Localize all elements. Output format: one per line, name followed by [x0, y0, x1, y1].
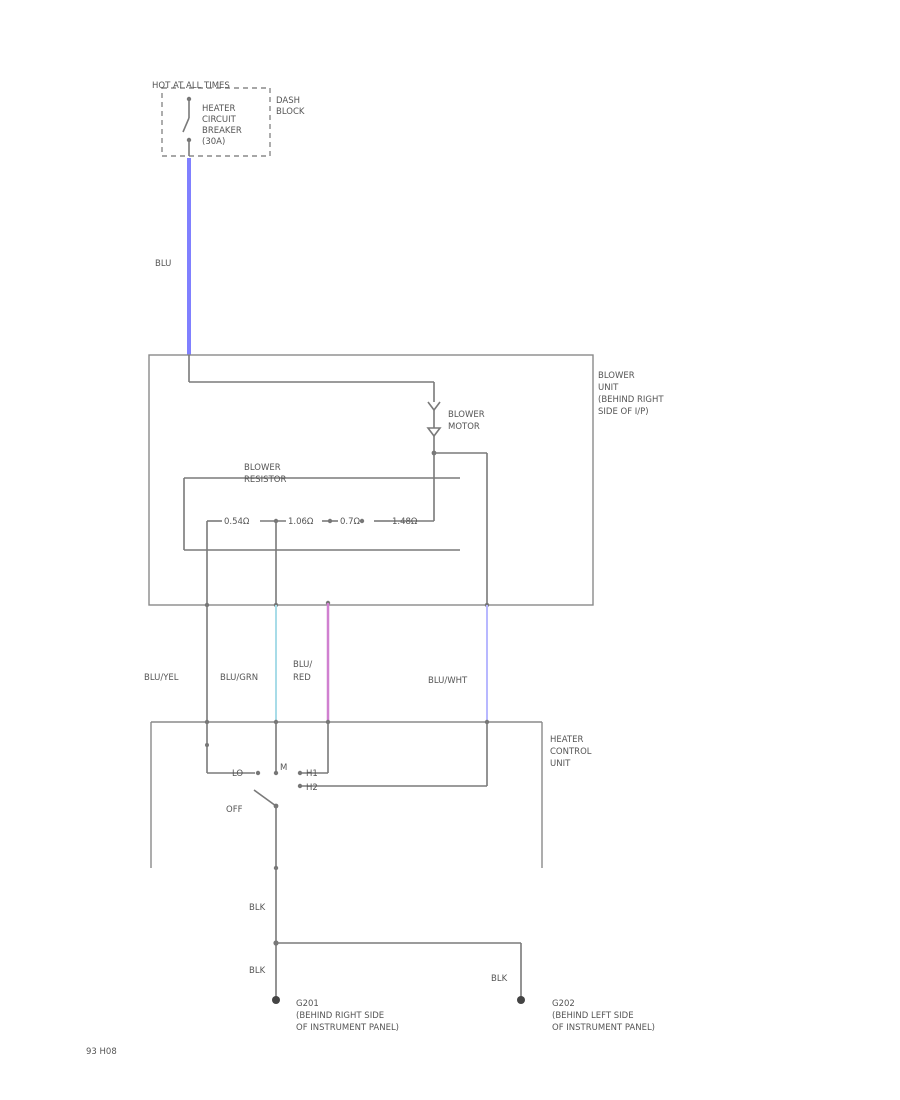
switch-position-h2: H2	[306, 783, 318, 793]
wire-label-blk-main: BLK	[249, 903, 266, 913]
svg-text:HEATER: HEATER	[550, 735, 583, 745]
heater-control-outline	[150, 721, 543, 868]
svg-text:CONTROL: CONTROL	[550, 747, 592, 757]
svg-text:CIRCUIT: CIRCUIT	[202, 115, 237, 125]
ground-g202-label: G202 (BEHIND LEFT SIDE OF INSTRUMENT PAN…	[552, 999, 655, 1033]
ground-g202-symbol	[517, 996, 525, 1004]
circuit-breaker-label: HEATER CIRCUIT BREAKER (30A)	[202, 104, 242, 147]
svg-text:BLOWER: BLOWER	[598, 371, 635, 381]
wire-label-blu-wht: BLU/WHT	[428, 676, 468, 686]
resistor-taps	[206, 521, 277, 605]
wire-label-blu: BLU	[155, 259, 171, 269]
fuse-block-outline	[161, 87, 271, 157]
wire-label-blu-grn: BLU/GRN	[220, 673, 258, 683]
resistor-chain	[207, 518, 390, 524]
wire-label-blk-right: BLK	[249, 966, 266, 976]
ground-g201-symbol	[272, 996, 280, 1004]
page-code: 93 H08	[86, 1047, 117, 1057]
svg-text:UNIT: UNIT	[598, 383, 619, 393]
ground-wiring	[273, 865, 522, 1000]
blower-motor-label: BLOWER MOTOR	[448, 410, 485, 432]
wire-label-blk-left: BLK	[491, 974, 508, 984]
svg-text:G201: G201	[296, 999, 319, 1009]
motor-feed-wire	[188, 355, 435, 402]
svg-text:RED: RED	[293, 673, 311, 683]
blower-motor-symbol	[426, 401, 442, 456]
blower-unit-label: BLOWER UNIT (BEHIND RIGHT SIDE OF I/P)	[598, 371, 664, 417]
motor-output-wire	[390, 452, 488, 605]
svg-text:SIDE OF I/P): SIDE OF I/P)	[598, 407, 649, 417]
svg-text:(BEHIND RIGHT SIDE: (BEHIND RIGHT SIDE	[296, 1011, 384, 1021]
heater-control-label: HEATER CONTROL UNIT	[550, 735, 592, 769]
hot-at-all-times-label: HOT AT ALL TIMES	[152, 81, 230, 91]
svg-text:BLOCK: BLOCK	[276, 107, 305, 117]
switch-position-lo: LO	[232, 769, 243, 779]
wire-label-blu-yel: BLU/YEL	[144, 673, 179, 683]
svg-text:G202: G202	[552, 999, 575, 1009]
svg-text:OF INSTRUMENT PANEL): OF INSTRUMENT PANEL)	[296, 1023, 399, 1033]
svg-text:BREAKER: BREAKER	[202, 126, 242, 136]
wire-label-blu-red: BLU/ RED	[293, 660, 312, 683]
resistor-value-1: 0.54Ω	[224, 517, 250, 527]
svg-text:HEATER: HEATER	[202, 104, 235, 114]
switch-position-m: M	[280, 763, 287, 773]
blower-resistor-label: BLOWER RESISTOR	[244, 463, 286, 485]
resistor-value-2: 1.06Ω	[288, 517, 314, 527]
svg-text:(BEHIND LEFT SIDE: (BEHIND LEFT SIDE	[552, 1011, 634, 1021]
blower-unit-outline	[148, 354, 594, 606]
svg-text:MOTOR: MOTOR	[448, 422, 480, 432]
resistor-value-4: 1.48Ω	[392, 517, 418, 527]
switch-off-label: OFF	[226, 805, 243, 815]
ground-g201-label: G201 (BEHIND RIGHT SIDE OF INSTRUMENT PA…	[296, 999, 399, 1033]
switch-wiring	[205, 722, 488, 789]
svg-text:OF INSTRUMENT PANEL): OF INSTRUMENT PANEL)	[552, 1023, 655, 1033]
blower-connector-pins	[204, 600, 490, 608]
dash-block-label: DASH BLOCK	[276, 96, 305, 117]
svg-text:DASH: DASH	[276, 96, 300, 106]
svg-text:RESISTOR: RESISTOR	[244, 475, 286, 485]
blower-resistor-outline	[183, 477, 460, 551]
svg-text:BLU/: BLU/	[293, 660, 312, 670]
resistor-value-3: 0.7Ω	[340, 517, 361, 527]
svg-text:BLOWER: BLOWER	[448, 410, 485, 420]
svg-text:UNIT: UNIT	[550, 759, 571, 769]
svg-text:BLOWER: BLOWER	[244, 463, 281, 473]
svg-text:(BEHIND RIGHT: (BEHIND RIGHT	[598, 395, 664, 405]
circuit-breaker-symbol	[182, 96, 192, 156]
switch-position-h1: H1	[306, 769, 318, 779]
blower-switch-blade[interactable]	[253, 789, 279, 868]
svg-text:(30A): (30A)	[202, 137, 225, 147]
